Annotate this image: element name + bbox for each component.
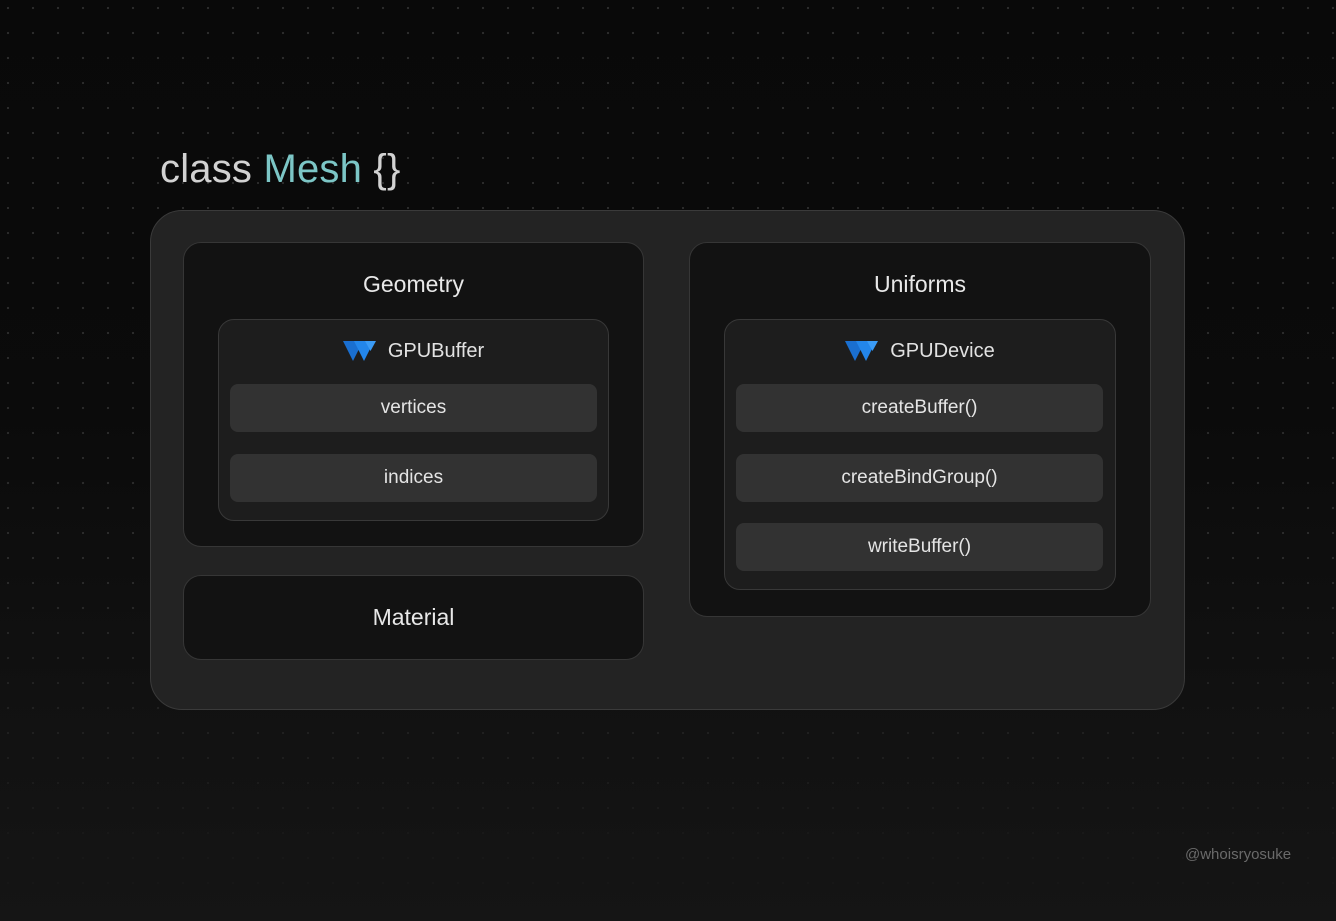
author-watermark: @whoisryosuke bbox=[1185, 846, 1292, 863]
gpubuffer-card: GPUBuffer vertices indices bbox=[218, 319, 609, 521]
vertices-item: vertices bbox=[230, 384, 597, 432]
geometry-panel-title: Geometry bbox=[363, 271, 464, 297]
create-bind-group-item: createBindGroup() bbox=[736, 454, 1103, 502]
gpudevice-card: GPUDevice createBuffer() createBindGroup… bbox=[724, 319, 1116, 590]
diagram-title: class Mesh {} bbox=[160, 143, 401, 195]
webgpu-logo-icon bbox=[845, 340, 879, 361]
material-panel: Material bbox=[183, 575, 644, 660]
write-buffer-item: writeBuffer() bbox=[736, 523, 1103, 571]
create-buffer-item: createBuffer() bbox=[736, 384, 1103, 432]
mesh-class-container: Geometry GPUBuffer vertices indices Mate… bbox=[150, 210, 1185, 710]
material-panel-title: Material bbox=[372, 604, 455, 630]
gpubuffer-label: GPUBuffer bbox=[387, 339, 485, 362]
uniforms-panel: Uniforms GPUDevice createBuffer() create… bbox=[689, 242, 1151, 617]
gpudevice-card-header: GPUDevice bbox=[725, 338, 1115, 364]
gpudevice-label: GPUDevice bbox=[890, 339, 995, 362]
title-braces: {} bbox=[373, 147, 401, 191]
title-keyword: class bbox=[160, 147, 253, 191]
indices-item: indices bbox=[230, 454, 597, 502]
geometry-panel: Geometry GPUBuffer vertices indices bbox=[183, 242, 644, 547]
uniforms-panel-title: Uniforms bbox=[873, 271, 966, 297]
title-class-name: Mesh bbox=[263, 147, 363, 191]
webgpu-logo-icon bbox=[342, 340, 376, 361]
gpubuffer-card-header: GPUBuffer bbox=[219, 338, 608, 364]
